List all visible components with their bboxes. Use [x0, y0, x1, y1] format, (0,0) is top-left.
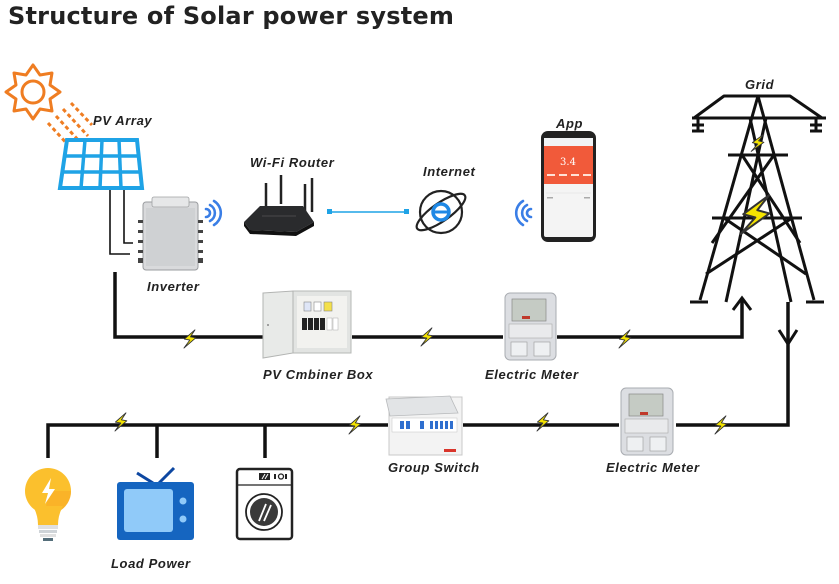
internet-icon [415, 189, 467, 235]
bolt-icon [182, 327, 198, 351]
electric-meter-bottom-icon [620, 387, 674, 456]
label-internet: Internet [423, 164, 476, 179]
wire-switch-loads [46, 423, 388, 458]
arrow-down-from-grid [777, 329, 799, 347]
pv-combiner-box-icon [262, 290, 352, 359]
group-switch-icon [385, 395, 463, 456]
grid-tower-icon [690, 94, 826, 304]
pv-array-icon [57, 138, 145, 190]
app-power-value: 3.4 [560, 157, 576, 168]
bolt-icon [419, 325, 435, 349]
label-group-switch: Group Switch [388, 460, 480, 475]
label-pv-combiner-box: PV Cmbiner Box [263, 367, 374, 382]
wire-meter-grid [557, 300, 744, 339]
label-electric-meter-top: Electric Meter [485, 367, 579, 382]
diagram-title: Structure of Solar power system [8, 2, 455, 30]
bolt-icon [617, 327, 633, 351]
bolt-icon [347, 413, 363, 437]
wire-grid-bottom [676, 302, 790, 427]
wifi-signal-icon [514, 199, 533, 227]
tv-icon [117, 466, 194, 540]
bolt-icon [713, 413, 729, 437]
electric-meter-top-icon [504, 292, 557, 361]
inverter-icon [138, 196, 203, 271]
light-bulb-icon [25, 468, 72, 541]
wifi-router-icon [244, 175, 314, 236]
label-pv-array: PV Array [93, 113, 153, 128]
label-load-power: Load Power [111, 556, 191, 571]
pv-inverter-cables [109, 190, 133, 255]
wire-inverter-grid [113, 272, 265, 339]
network-link [327, 209, 409, 214]
label-grid: Grid [745, 77, 775, 92]
washing-machine-icon [235, 467, 294, 541]
sun-rays [46, 101, 94, 149]
wifi-signal-icon [204, 199, 223, 227]
app-phone-icon: 3.4 [541, 131, 596, 242]
label-app: App [556, 116, 584, 131]
bolt-icon [113, 410, 129, 434]
label-wifi-router: Wi-Fi Router [250, 155, 335, 170]
arrow-up-into-grid [731, 295, 753, 311]
label-inverter: Inverter [147, 279, 200, 294]
label-electric-meter-bottom: Electric Meter [606, 460, 700, 475]
bolt-icon [535, 410, 551, 434]
sun-icon [4, 63, 62, 121]
